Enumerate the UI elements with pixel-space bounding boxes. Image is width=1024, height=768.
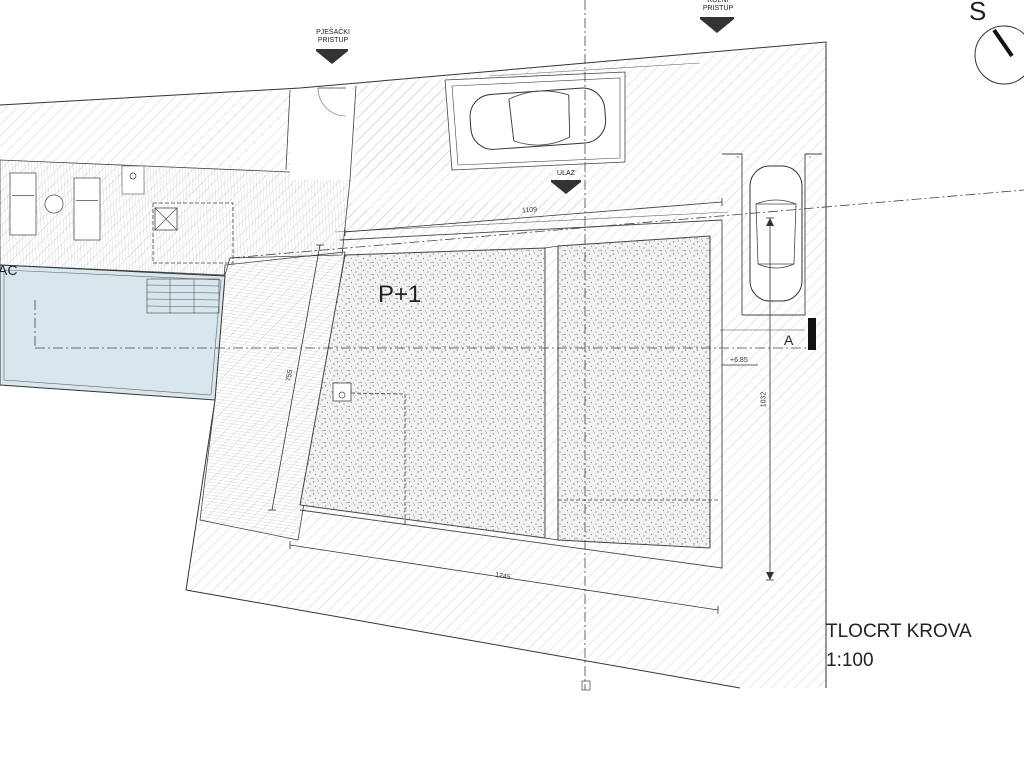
pedestrian-access-label: PJEŠAČKI PRISTUP xyxy=(316,29,350,44)
vehicle-access-marker xyxy=(700,19,734,33)
terrace-label-fragment: AC xyxy=(0,262,18,278)
section-line-a xyxy=(34,300,816,350)
north-arrow-icon xyxy=(974,25,1024,85)
floor-count-label: P+1 xyxy=(378,281,422,308)
parking-right xyxy=(722,153,822,316)
skylight xyxy=(152,202,234,264)
section-marker xyxy=(808,318,816,350)
entrance-label: ULAZ xyxy=(557,170,575,177)
dimension-right-depth: 1032 xyxy=(760,391,768,408)
side-table xyxy=(44,194,64,214)
entrance-marker xyxy=(551,182,581,194)
section-marker-label: A xyxy=(784,332,794,348)
vehicle-access-label: KOLNI PRISTUP xyxy=(702,0,734,12)
pool xyxy=(0,264,226,401)
lounger-2 xyxy=(73,177,101,241)
drawing-scale: 1:100 xyxy=(826,650,874,671)
dimension-lines xyxy=(268,198,774,614)
parking-top xyxy=(345,62,701,232)
pool-steps xyxy=(146,278,220,314)
car-icon xyxy=(469,87,607,150)
walkway xyxy=(285,85,357,181)
roof-area xyxy=(299,211,805,569)
dimension-top-width: 1109 xyxy=(521,206,538,215)
car-icon xyxy=(749,165,803,302)
elevation-label: +6.85 xyxy=(730,357,748,364)
axis-line-diagonal xyxy=(229,189,1024,259)
drawing-title: TLOCRT KROVA xyxy=(826,621,972,642)
lounger-1 xyxy=(9,172,37,236)
pedestrian-access-marker xyxy=(316,51,348,64)
north-label: S xyxy=(969,0,987,26)
